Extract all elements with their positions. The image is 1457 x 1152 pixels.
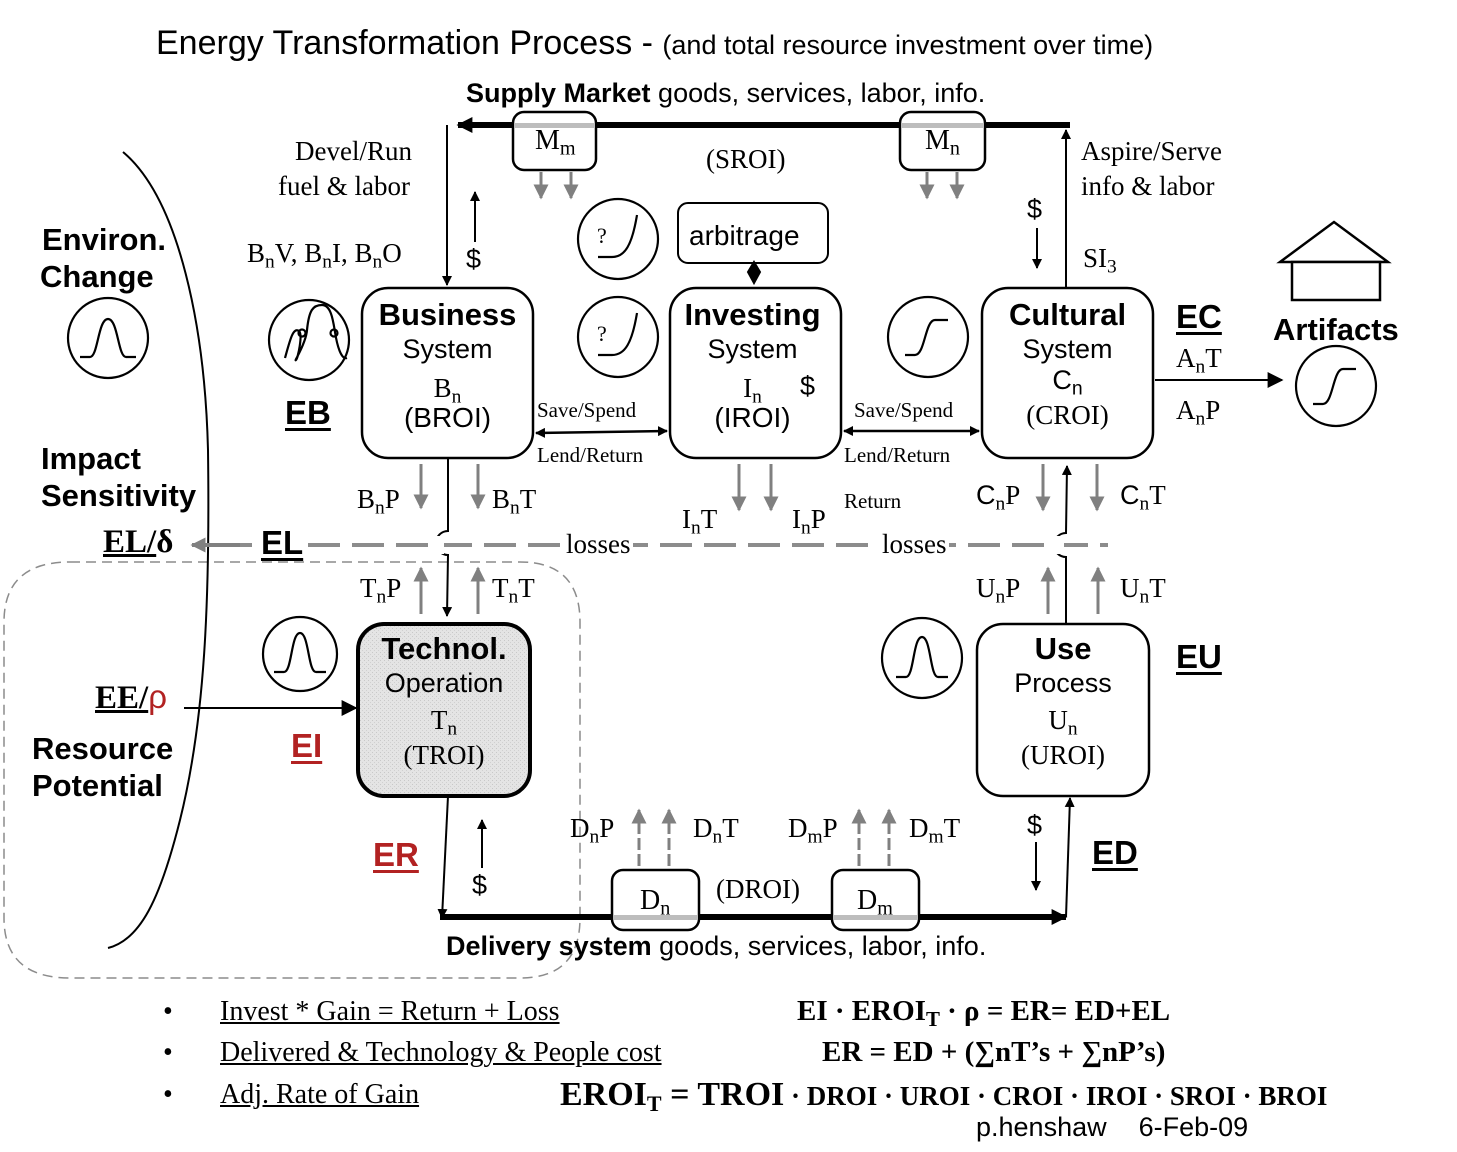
dollar-use: $ <box>1027 810 1043 840</box>
ed-flow-arrow <box>1064 797 1075 918</box>
energy-label-eb: EB <box>285 394 331 431</box>
resource-potential-label: Resource Potential <box>32 731 174 803</box>
s-curve-icon-cultural <box>886 295 970 379</box>
arbitrage-link-diamond <box>746 260 762 286</box>
artifacts-label: Artifacts <box>1273 312 1399 347</box>
exponential-curve-icon-upper <box>576 197 660 281</box>
dollar-investing: $ <box>800 371 816 401</box>
flow-label-tnp: TnP <box>360 573 402 608</box>
house-icon <box>1276 220 1392 302</box>
impact-sensitivity-label: Impact Sensitivity <box>41 441 197 513</box>
energy-label-ei: EI <box>291 727 323 764</box>
formula-invest-gain: EI · EROIT · ρ = ER= ED+EL <box>797 995 1171 1031</box>
delivery-node-m-label: Dm <box>857 885 893 920</box>
fuel-labor-label: fuel & labor <box>278 171 410 201</box>
dollar-technol: $ <box>472 870 488 900</box>
losses-label-right: losses <box>880 529 949 559</box>
flow-label-dnp: DnP <box>570 813 615 848</box>
investing-system-text: Investing System In (IROI) <box>684 297 821 433</box>
title-subtitle: (and total resource investment over time… <box>662 30 1154 60</box>
bullet-item: •Invest * Gain = Return + Loss <box>163 996 560 1027</box>
delivery-system-label: Delivery system goods, services, labor, … <box>446 931 987 961</box>
flow-label-dmt: DmT <box>909 813 961 848</box>
delivery-node-n-label: Dn <box>640 885 671 920</box>
bell-curve-icon-technol <box>261 615 339 693</box>
devel-run-label: Devel/Run <box>295 136 412 166</box>
flow-label-bnt: BnT <box>492 484 537 519</box>
market-node-m-label: Mm <box>535 125 576 160</box>
er-flow-arrow <box>437 795 449 919</box>
el-delta-label: EL/δ <box>103 524 174 560</box>
environ-change-label: Environ. Change <box>40 222 167 294</box>
flow-label-cnt: CnT <box>1120 480 1166 515</box>
energy-label-ed: ED <box>1092 834 1138 871</box>
flow-label-anp: AnP <box>1176 395 1221 430</box>
flow-label-ant: AnT <box>1176 343 1222 378</box>
investing-system-box <box>668 286 843 460</box>
page-title: Energy Transformation Process - (and tot… <box>156 24 1154 62</box>
flow-label-unp: UnP <box>976 573 1021 608</box>
flow-label-unt: UnT <box>1120 573 1166 608</box>
flow-label-tnt: TnT <box>492 573 535 608</box>
save-spend-label-right: Save/Spend <box>854 398 954 422</box>
bullet-item: •Delivered & Technology & People cost <box>163 1037 662 1068</box>
flow-label-dmp: DmP <box>788 813 838 848</box>
environment-boundary-curve <box>107 151 210 949</box>
flow-label-bnp: BnP <box>357 484 400 519</box>
aspire-serve-label: Aspire/Serve <box>1081 136 1222 166</box>
exponential-curve-icon-lower <box>576 295 660 379</box>
energy-label-el: EL <box>259 524 306 561</box>
arbitrage-label: arbitrage <box>689 220 800 251</box>
sroi-label: (SROI) <box>706 144 786 174</box>
title-main: Energy Transformation Process <box>156 24 633 62</box>
droi-label: (DROI) <box>716 874 800 904</box>
save-spend-label-left: Save/Spend <box>537 398 637 422</box>
formula-eroi: EROIT = TROI · DROI · UROI · CROI · IROI… <box>560 1076 1328 1117</box>
use-process-box <box>975 622 1151 798</box>
double-bell-curve-icon-eb <box>267 298 351 382</box>
cultural-system-text: Cultural System Cn (CROI) <box>1008 297 1127 430</box>
technol-operation-box <box>356 622 532 798</box>
formula-delivered-cost: ER = ED + (∑nT’s + ∑nP’s) <box>822 1036 1166 1068</box>
losses-label-left: losses <box>564 529 633 559</box>
energy-label-ec: EC <box>1176 298 1222 335</box>
question-mark-upper: ? <box>597 223 607 248</box>
energy-label-er: ER <box>373 836 419 873</box>
resource-region-outline <box>3 561 581 979</box>
lend-return-label-left: Lend/Return <box>537 443 644 467</box>
bell-curve-icon-environ <box>66 296 150 380</box>
flow-label-inp: InP <box>792 504 826 539</box>
cultural-system-box <box>980 286 1155 460</box>
use-process-text: Use Process Un (UROI) <box>1014 631 1112 770</box>
question-mark-lower: ? <box>597 321 607 346</box>
bullet-item: •Adj. Rate of Gain <box>163 1079 420 1110</box>
flow-label-cnp: CnP <box>976 480 1021 515</box>
si3-label: SI3 <box>1083 243 1117 278</box>
technol-operation-text: Technol. Operation Tn (TROI) <box>381 631 507 770</box>
info-labor-label: info & labor <box>1081 171 1215 201</box>
bell-curve-icon-use <box>880 616 964 700</box>
return-label: Return <box>844 489 902 513</box>
business-system-text: Business System Bn (BROI) <box>378 297 517 433</box>
s-curve-icon-artifacts <box>1294 344 1378 428</box>
dollar-cultural: $ <box>1027 194 1043 224</box>
bullet-list: •Invest * Gain = Return + Loss •Delivere… <box>163 998 662 1109</box>
flow-label-dnt: DnT <box>693 813 739 848</box>
business-investing-exchange <box>535 426 668 438</box>
business-vars-label: BnV, BnI, BnO <box>247 238 402 273</box>
flow-label-int: InT <box>682 504 718 539</box>
ee-rho-label: EE/ρ <box>95 678 167 716</box>
credit-date: 6-Feb-09 <box>1138 1112 1249 1142</box>
energy-label-eu: EU <box>1176 638 1222 675</box>
lend-return-label-right: Lend/Return <box>844 443 951 467</box>
market-node-n-label: Mn <box>925 125 960 160</box>
supply-market-label: Supply Market goods, services, labor, in… <box>466 78 986 108</box>
dollar-business: $ <box>466 244 482 274</box>
